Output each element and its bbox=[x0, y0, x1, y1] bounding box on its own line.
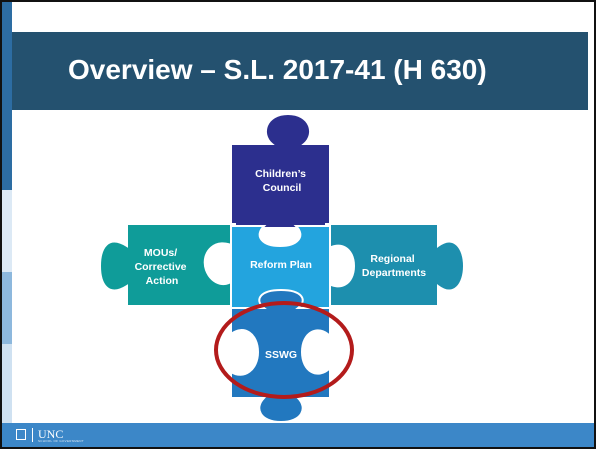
rail-segment bbox=[2, 2, 12, 190]
highlight-circle bbox=[214, 301, 354, 399]
building-icon bbox=[16, 429, 26, 440]
puzzle-piece-regional-departments bbox=[325, 223, 466, 307]
rail-segment bbox=[2, 272, 12, 344]
puzzle-piece-sswg bbox=[230, 288, 331, 424]
label-reform-plan: Reform Plan bbox=[250, 259, 312, 271]
footer-bar: UNC SCHOOL OF GOVERNMENT bbox=[2, 423, 594, 447]
logo-subtext: SCHOOL OF GOVERNMENT bbox=[38, 439, 84, 443]
label-regional-departments: Regional Departments bbox=[362, 253, 426, 279]
puzzle-piece-reform-plan bbox=[230, 225, 331, 309]
unc-logo: UNC SCHOOL OF GOVERNMENT bbox=[16, 427, 136, 443]
title-band: Overview – S.L. 2017-41 (H 630) bbox=[12, 32, 588, 110]
logo-text: UNC bbox=[38, 427, 64, 441]
rail-segment bbox=[2, 190, 12, 272]
label-sswg: SSWG bbox=[265, 349, 297, 361]
label-childrens-council: Children’s Council bbox=[255, 168, 309, 194]
side-accent-rail bbox=[2, 2, 12, 447]
slide-title: Overview – S.L. 2017-41 (H 630) bbox=[68, 54, 487, 85]
label-mous: MOUs/ Corrective Action bbox=[135, 247, 190, 287]
rail-segment bbox=[2, 344, 12, 427]
puzzle-piece-childrens-council bbox=[230, 112, 331, 229]
logo-divider bbox=[32, 428, 33, 442]
